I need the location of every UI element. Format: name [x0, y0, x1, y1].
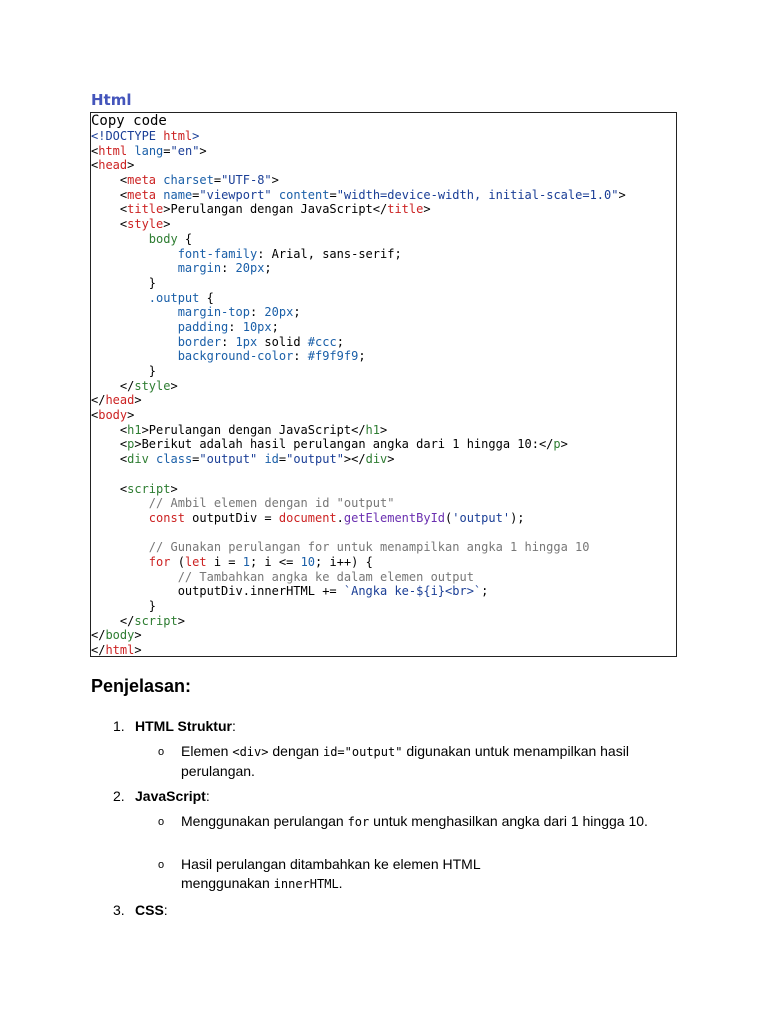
list-number: 2.: [113, 788, 125, 804]
code-line: <p>Berikut adalah hasil perulangan angka…: [91, 437, 568, 452]
list-number: 1.: [113, 718, 125, 734]
sub-item-text: Menggunakan perulangan: [181, 813, 348, 829]
code-line: <script>: [91, 481, 178, 496]
bullet-icon: o: [158, 816, 165, 828]
inline-code: id="output": [322, 745, 403, 759]
code-line: for (let i = 1; i <= 10; i++) {: [148, 554, 373, 569]
sub-item-text: Elemen: [181, 743, 233, 759]
item-title-bold: JavaScript: [135, 788, 206, 804]
code-line: body {: [148, 231, 193, 246]
item-title-suffix: :: [205, 788, 210, 804]
item-title-bold: HTML Struktur: [135, 718, 232, 734]
sub-item-text: Hasil perulangan ditambahkan ke elemen H…: [181, 856, 481, 891]
inline-code: innerHTML: [273, 877, 339, 891]
code-line: <h1>Perulangan dengan JavaScript</h1>: [91, 422, 388, 437]
code-line: </script>: [91, 613, 185, 628]
code-line: outputDiv.innerHTML += `Angka ke-${i}<br…: [91, 584, 489, 599]
sub-item-text: dengan: [268, 743, 323, 759]
list-item-title: CSS:: [135, 902, 168, 918]
list-number: 3.: [113, 902, 125, 918]
bullet-icon: o: [158, 746, 165, 758]
code-line: .output {: [148, 290, 214, 305]
code-line: <!DOCTYPE html>: [91, 129, 200, 143]
code-line: // Tambahkan angka ke dalam elemen outpu…: [177, 569, 474, 584]
code-line: }: [91, 364, 157, 378]
code-line: <body>: [91, 408, 135, 423]
code-line: padding: 10px;: [177, 319, 279, 334]
code-line: margin-top: 20px;: [177, 305, 301, 320]
code-line: background-color: #f9f9f9;: [177, 349, 366, 364]
bullet-icon: o: [158, 859, 165, 871]
code-line: <head>: [91, 158, 135, 173]
code-block: Copy code <!DOCTYPE html><html lang="en"…: [90, 112, 677, 657]
code-line: <html lang="en">: [91, 143, 207, 158]
code-line: <style>: [91, 217, 171, 232]
sub-item: Hasil perulangan ditambahkan ke elemen H…: [181, 855, 521, 894]
code-content: <!DOCTYPE html><html lang="en"><head> <m…: [91, 129, 626, 658]
code-line: const outputDiv = document.getElementByI…: [148, 510, 525, 525]
list-item-title: HTML Struktur:: [135, 718, 236, 734]
code-line: }: [91, 599, 157, 613]
item-title-suffix: :: [231, 718, 236, 734]
explanation-heading: Penjelasan:: [91, 676, 192, 696]
code-line: <div class="output" id="output"></div>: [91, 452, 395, 467]
copy-code-button[interactable]: Copy code: [91, 113, 167, 129]
sub-item-text: .: [338, 875, 343, 891]
sub-item: Menggunakan perulangan for untuk menghas…: [181, 812, 671, 832]
sub-item: Elemen <div> dengan id="output" digunaka…: [181, 742, 671, 781]
sub-item-text: digunakan untuk menampilkan hasil perula…: [181, 743, 629, 779]
code-line: font-family: Arial, sans-serif;: [177, 246, 402, 261]
sub-item-text: untuk menghasilkan angka dari 1 hingga 1…: [369, 813, 648, 829]
code-line: </body>: [91, 628, 142, 643]
code-line: <title>Perulangan dengan JavaScript</tit…: [91, 202, 431, 217]
code-line: [91, 467, 626, 482]
item-title-bold: CSS: [135, 902, 164, 918]
code-line: margin: 20px;: [177, 261, 272, 276]
code-line: [91, 526, 626, 541]
code-line: // Ambil elemen dengan id "output": [148, 496, 395, 511]
code-line: </head>: [91, 393, 142, 408]
list-item-title: JavaScript:: [135, 788, 210, 804]
code-language-title: Html: [91, 91, 132, 109]
code-line: </html>: [91, 643, 142, 658]
code-line: }: [91, 275, 157, 290]
code-line: </style>: [91, 378, 178, 393]
code-line: // Gunakan perulangan for untuk menampil…: [148, 540, 590, 555]
code-line: <meta name="viewport" content="width=dev…: [91, 187, 626, 202]
inline-code: for: [347, 815, 370, 829]
inline-code: <div>: [232, 745, 269, 759]
code-line: border: 1px solid #ccc;: [177, 334, 344, 349]
item-title-suffix: :: [163, 902, 168, 918]
code-line: <meta charset="UTF-8">: [91, 173, 279, 188]
